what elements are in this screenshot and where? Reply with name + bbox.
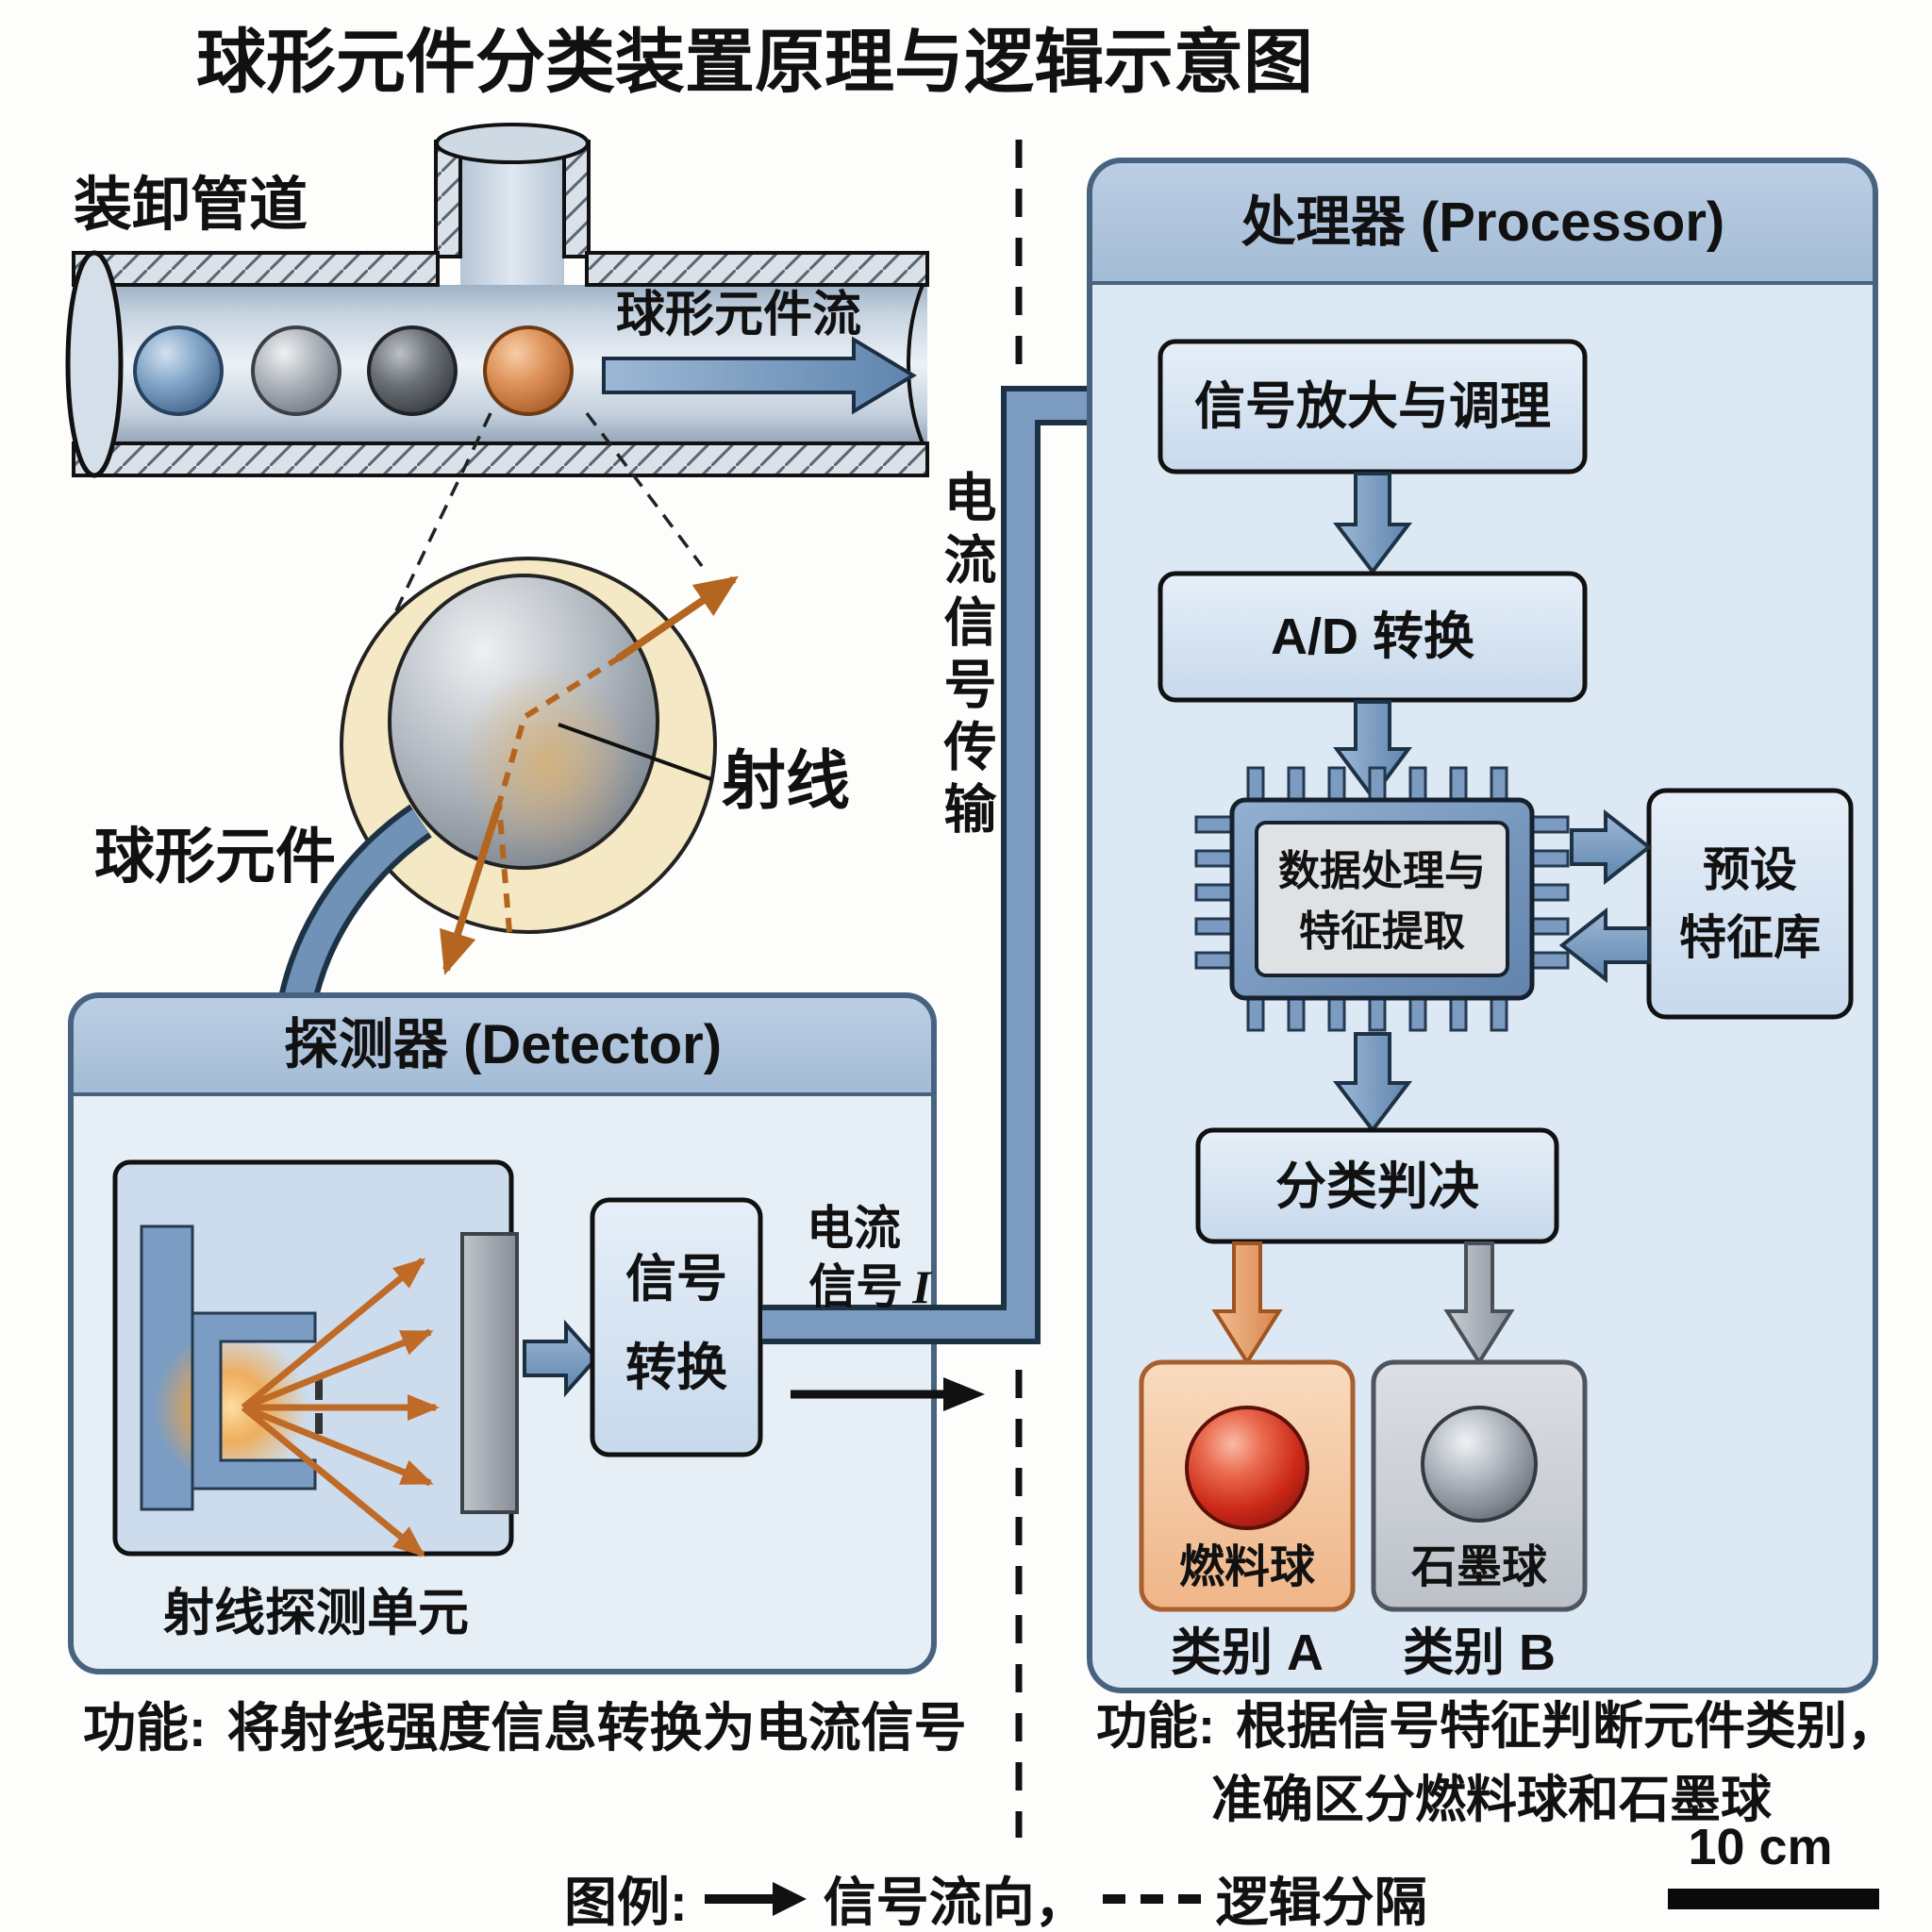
source-holder-bracket	[191, 1311, 317, 1491]
amplify-box-label: 信号放大与调理	[1194, 378, 1551, 435]
processor-function-text1: 根据信号特征判断元件类别，	[1235, 1698, 1898, 1755]
processor-function-label: 功能:	[1096, 1698, 1215, 1755]
unit-to-convert-arrow	[523, 1319, 599, 1398]
chip-label-line2: 特征提取	[1299, 908, 1465, 955]
decision-box	[1195, 1127, 1559, 1244]
scale-bar-label: 10 cm	[1688, 1819, 1833, 1875]
detector-collector-plate	[460, 1232, 519, 1514]
arrow-to-class-a	[1211, 1241, 1283, 1366]
decision-box-label: 分类判决	[1275, 1158, 1479, 1215]
pebble-lightgray	[251, 325, 341, 416]
ray-label: 射线	[721, 745, 851, 817]
current-signal-transmission-label: 电流信号传输	[937, 470, 996, 843]
fuel-card	[1139, 1359, 1356, 1612]
arrow-chip-to-decision	[1332, 1032, 1413, 1134]
processor-header: 处理器 (Processor)	[1241, 192, 1725, 253]
graphite-card	[1371, 1359, 1588, 1612]
arrow-adc-to-chip	[1333, 700, 1412, 801]
legend-flow-label: 信号流向，	[823, 1873, 1088, 1932]
divider-dashes-icon	[1102, 1893, 1201, 1904]
pebble-orange	[483, 325, 574, 416]
ray-arrow-up	[615, 575, 739, 662]
loading-pipe	[65, 123, 929, 478]
current-signal-word: 信号	[808, 1260, 904, 1313]
arrow-chip-to-library	[1570, 808, 1653, 886]
arrow-amplify-to-adc	[1332, 472, 1413, 575]
scale-bar	[1668, 1889, 1879, 1909]
flow-arrow-icon	[704, 1881, 807, 1916]
library-label-line1: 预设	[1703, 843, 1797, 896]
processor-function-line2: 准确区分燃料球和石墨球	[1211, 1772, 1772, 1828]
legend: 图例: 信号流向， 逻辑分隔	[564, 1860, 1427, 1932]
signal-convert-box	[590, 1197, 763, 1457]
pipe-left-cap	[65, 250, 124, 478]
class-b-label: 类别 B	[1403, 1624, 1556, 1681]
ray-detection-unit	[112, 1159, 519, 1557]
processor-chip	[1194, 766, 1570, 1032]
ray-label-pointer	[558, 723, 712, 781]
source-dots	[315, 1379, 323, 1434]
detector-function-text: 将射线强度信息转换为电流信号	[226, 1698, 967, 1757]
pebble-blue	[133, 325, 224, 416]
processor-function-line1: 功能: 根据信号特征判断元件类别，	[1096, 1701, 1898, 1752]
radiation-fan-arrows	[241, 1257, 440, 1557]
detector-function-label: 功能:	[83, 1698, 207, 1757]
graphite-sphere	[1421, 1406, 1538, 1523]
detector-function-line: 功能:将射线强度信息转换为电流信号	[83, 1702, 967, 1755]
current-symbol: I	[912, 1260, 931, 1313]
current-signal-line1: 电流	[807, 1202, 901, 1255]
arrow-to-class-b	[1443, 1241, 1515, 1366]
ray-detection-unit-label: 射线探测单元	[163, 1585, 469, 1641]
adc-box-label: A/D 转换	[1271, 608, 1474, 665]
fuel-sphere	[1185, 1406, 1309, 1530]
fuel-card-label: 燃料球	[1178, 1542, 1316, 1592]
branch-pipe-mouth	[435, 123, 590, 164]
sphere-label: 球形元件	[94, 823, 336, 891]
page-title: 球形元件分类装置原理与逻辑示意图	[196, 23, 1313, 101]
pebble-darkgray	[367, 325, 458, 416]
arrow-library-to-chip	[1558, 907, 1651, 984]
chip-label-line1: 数据处理与	[1278, 848, 1486, 894]
legend-prefix: 图例:	[564, 1873, 688, 1932]
signal-convert-line1: 信号	[625, 1251, 727, 1307]
graphite-card-label: 石墨球	[1410, 1542, 1548, 1592]
signal-flow-annotation-arrow	[791, 1377, 985, 1411]
loading-pipe-label: 装卸管道	[74, 173, 308, 238]
library-label-line2: 特征库	[1679, 911, 1821, 964]
flow-direction-arrow	[602, 336, 917, 415]
legend-divider-label: 逻辑分隔	[1215, 1873, 1427, 1932]
ray-arrow-down	[440, 802, 503, 975]
magnify-callout-lines	[388, 411, 704, 625]
feature-library-box	[1646, 788, 1854, 1020]
signal-convert-line2: 转换	[625, 1340, 727, 1396]
pebble-flow-label: 球形元件流	[615, 288, 862, 342]
class-a-label: 类别 A	[1171, 1624, 1324, 1681]
magnified-sphere	[340, 557, 739, 975]
ray-path-dashed	[495, 656, 620, 933]
detector-header: 探测器 (Detector)	[283, 1014, 723, 1075]
